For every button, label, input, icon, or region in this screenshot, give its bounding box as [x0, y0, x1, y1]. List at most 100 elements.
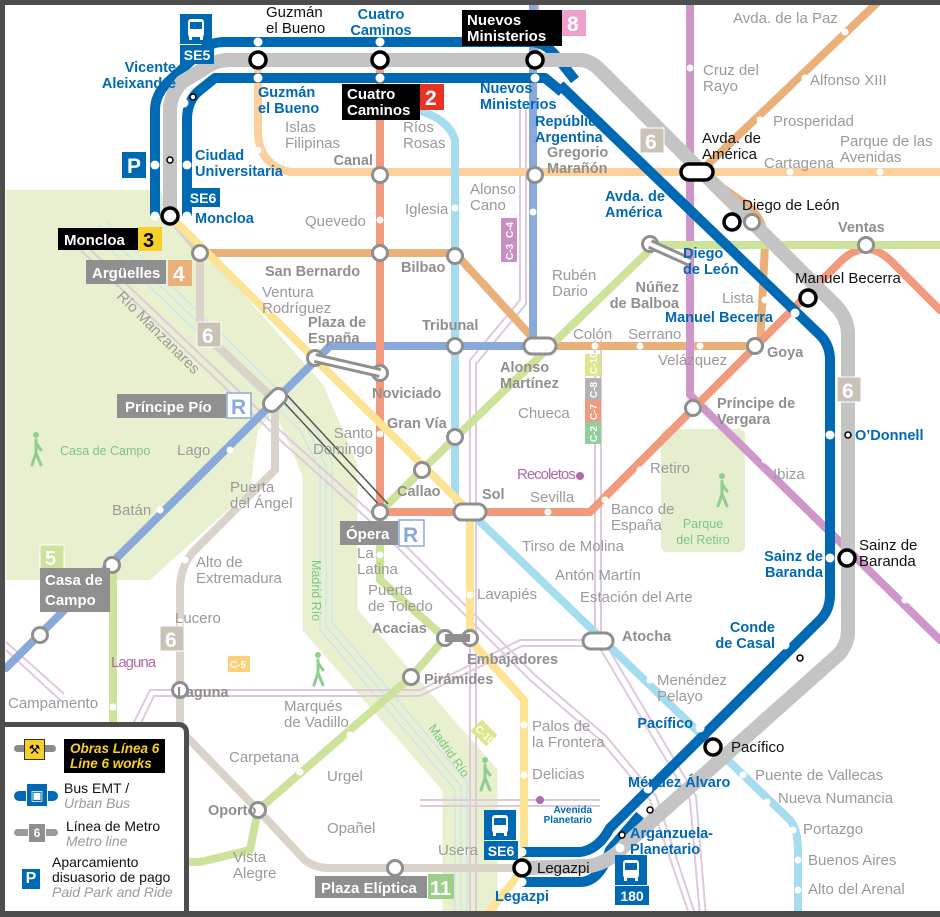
station-dot[interactable] — [513, 401, 521, 409]
bus-stop-dot[interactable] — [375, 73, 385, 83]
station-dot[interactable] — [636, 342, 644, 350]
bus-stop-dot[interactable] — [182, 211, 192, 221]
station-dot[interactable] — [109, 703, 117, 711]
station-dot[interactable] — [763, 798, 771, 806]
interchange-oval[interactable] — [452, 502, 488, 522]
bus-stop-dot[interactable] — [695, 723, 705, 733]
line6-station-dot[interactable] — [166, 156, 174, 164]
station-dot[interactable] — [546, 571, 554, 579]
station-dot[interactable] — [901, 596, 909, 604]
bus-180-icon[interactable]: 180 — [615, 855, 649, 905]
bus-stop-dot[interactable] — [179, 98, 189, 108]
interchange-oval[interactable] — [522, 336, 558, 356]
station-dot[interactable] — [296, 836, 304, 844]
bus-stop-dot[interactable] — [825, 553, 835, 563]
bus-stop-dot[interactable] — [253, 73, 263, 83]
badge-plaza-eliptica[interactable]: Plaza Elíptica 11 — [315, 874, 454, 900]
badge-cuatro-caminos[interactable]: Cuatro Caminos 2 — [342, 84, 444, 120]
station-dot[interactable] — [876, 168, 884, 176]
interchange-marker[interactable] — [31, 626, 49, 644]
station-dot[interactable] — [544, 508, 552, 516]
bus-stop-dot[interactable] — [182, 160, 192, 170]
station-dot[interactable] — [756, 116, 764, 124]
interchange-marker[interactable] — [249, 801, 267, 819]
station-dot[interactable] — [591, 342, 599, 350]
station-dot[interactable] — [466, 591, 474, 599]
interchange-marker[interactable] — [371, 244, 389, 262]
station-dot[interactable] — [296, 768, 304, 776]
bus-stop-dot[interactable] — [643, 784, 653, 794]
station-dot[interactable] — [529, 208, 537, 216]
badge-moncloa[interactable]: Moncloa 3 — [58, 227, 162, 252]
bus-stop-dot[interactable] — [633, 192, 643, 202]
station-dot[interactable] — [789, 826, 797, 834]
line6-interchange-marker[interactable] — [512, 858, 532, 878]
interchange-marker[interactable] — [526, 166, 544, 184]
line6-interchange-oval[interactable] — [679, 162, 715, 182]
interchange-marker[interactable] — [684, 399, 702, 417]
station-dot[interactable] — [461, 848, 469, 856]
badge-casa-de-campo[interactable]: 5 Casa de Campo — [39, 544, 110, 612]
interchange-marker[interactable] — [191, 244, 209, 262]
line6-interchange-marker[interactable] — [370, 50, 390, 70]
station-dot[interactable] — [181, 556, 189, 564]
parking-icon[interactable]: P — [122, 152, 146, 178]
station-dot[interactable] — [266, 306, 274, 314]
interchange-oval[interactable] — [581, 631, 615, 651]
station-dot[interactable] — [176, 618, 184, 626]
line6-station-dot[interactable] — [189, 93, 197, 101]
bus-stop-dot[interactable] — [725, 260, 735, 270]
badge-opera[interactable]: Ópera R — [340, 519, 425, 547]
station-dot[interactable] — [451, 204, 459, 212]
bus-stop-dot[interactable] — [517, 877, 527, 887]
station-dot[interactable] — [251, 856, 259, 864]
station-dot[interactable] — [761, 296, 769, 304]
interchange-marker[interactable] — [413, 461, 431, 479]
bus-se5-icon[interactable]: SE5 — [180, 14, 214, 64]
station-dot[interactable] — [739, 771, 747, 779]
station-dot[interactable] — [576, 599, 584, 607]
station-dot[interactable] — [376, 216, 384, 224]
station-dot[interactable] — [520, 771, 528, 779]
line6-interchange-marker[interactable] — [525, 50, 545, 70]
line6-interchange-marker[interactable] — [703, 737, 723, 757]
station-dot[interactable] — [346, 731, 354, 739]
line6-station-dot[interactable] — [844, 431, 852, 439]
station-dot[interactable] — [761, 456, 769, 464]
interchange-marker[interactable] — [371, 166, 389, 184]
line6-interchange-marker[interactable] — [798, 288, 818, 308]
station-dot[interactable] — [801, 74, 809, 82]
bus-stop-dot[interactable] — [150, 160, 160, 170]
bus-stop-dot[interactable] — [530, 73, 540, 83]
line6-interchange-marker[interactable] — [722, 212, 742, 232]
interchange-marker[interactable] — [371, 503, 389, 521]
station-dot[interactable] — [226, 446, 234, 454]
station-dot[interactable] — [696, 342, 704, 350]
interchange-marker[interactable] — [746, 337, 764, 355]
station-dot[interactable] — [544, 292, 552, 300]
station-dot[interactable] — [601, 496, 609, 504]
station-dot[interactable] — [520, 721, 528, 729]
station-dot[interactable] — [786, 168, 794, 176]
bus-stop-dot[interactable] — [253, 37, 263, 47]
station-dot[interactable] — [841, 28, 849, 36]
bus-stop-dot[interactable] — [780, 640, 790, 650]
bus-stop-dot[interactable] — [150, 211, 160, 221]
interchange-marker[interactable] — [402, 668, 420, 686]
bus-se6-icon[interactable]: SE6 — [186, 188, 220, 207]
station-dot[interactable] — [794, 886, 802, 894]
station-dot[interactable] — [516, 541, 524, 549]
bus-se6-icon[interactable]: SE6 — [484, 810, 518, 860]
cercanias-station-dot[interactable] — [576, 472, 584, 480]
line6-station-dot[interactable] — [618, 831, 626, 839]
interchange-marker[interactable] — [446, 428, 464, 446]
bus-stop-dot[interactable] — [517, 847, 527, 857]
station-dot[interactable] — [646, 676, 654, 684]
station-dot[interactable] — [376, 551, 384, 559]
interchange-marker[interactable] — [386, 859, 404, 877]
line6-station-dot[interactable] — [646, 806, 654, 814]
station-dot[interactable] — [396, 601, 404, 609]
bus-stop-dot[interactable] — [790, 308, 800, 318]
badge-arguelles[interactable]: Argüelles 4 — [86, 260, 192, 286]
interchange-marker[interactable] — [857, 236, 875, 254]
